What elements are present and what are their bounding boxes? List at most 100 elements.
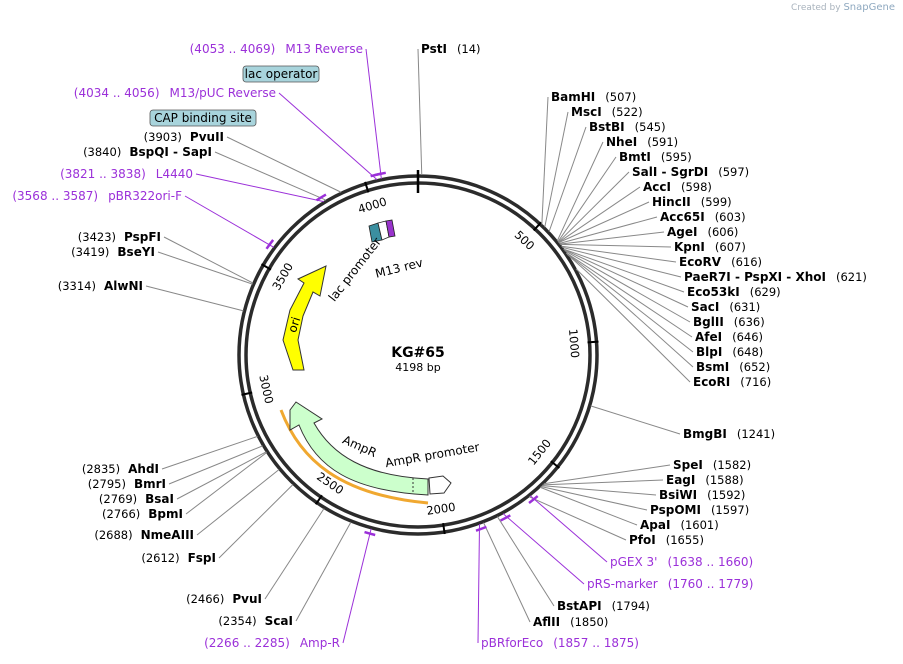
primer-l4440[interactable]: L4440(3821 .. 3838) [60,167,193,181]
enzyme-pfoi[interactable]: PfoI(1655) [629,533,704,547]
enzyme-name: AflII [533,615,560,629]
enzyme-ecori[interactable]: EcoRI(716) [693,375,771,389]
primer-range: (1760 .. 1779) [668,577,754,591]
enzyme-position: (606) [707,225,738,239]
enzyme-pvui[interactable]: PvuI(2466) [186,592,262,606]
enzyme-position: (629) [750,285,781,299]
enzyme-name: BsiWI [659,488,697,502]
primer-pgex-3[interactable]: pGEX 3' (1638 .. 1660) [610,555,753,569]
ampr-promoter-feature[interactable] [428,475,452,495]
enzyme-name: BmrI [134,477,166,491]
enzyme-hincii[interactable]: HincII(599) [652,195,732,209]
enzyme-apai[interactable]: ApaI(1601) [640,518,719,532]
enzyme-bseyi[interactable]: BseYI(3419) [71,245,155,259]
snapgene-logo-text: SnapGene [843,2,895,13]
enzyme-ahdi[interactable]: AhdI(2835) [82,462,159,476]
brand-created-by: Created by [791,3,841,13]
enzyme-bmri[interactable]: BmrI(2795) [88,477,166,491]
enzyme-pspfi[interactable]: PspFI(3423) [78,230,161,244]
enzyme-msci[interactable]: MscI(522) [571,105,643,119]
enzyme-alwni[interactable]: AlwNI(3314) [58,279,143,293]
enzyme-bmti[interactable]: BmtI(595) [619,150,692,164]
primer-range: (4034 .. 4056) [74,86,160,100]
leader-saci [563,249,689,308]
leader-sali-sgrdi [557,171,630,243]
leader-bmgbi [590,405,681,435]
leader-ecorv [561,245,677,263]
lac-operator-box[interactable]: lac operator [242,65,320,83]
ampr-feature[interactable] [289,401,429,496]
enzyme-bamhi[interactable]: BamHI(507) [551,90,636,104]
enzyme-aflii[interactable]: AflII(1850) [533,615,608,629]
enzyme-bmgbi[interactable]: BmgBI(1241) [683,427,775,441]
enzyme-paer7i-pspxi-xhoi[interactable]: PaeR7I - PspXI - XhoI(621) [684,270,867,284]
cap-binding-site-label: CAP binding site [154,111,252,125]
enzyme-position: (646) [732,330,763,344]
enzyme-position: (2769) [99,492,137,506]
scale-tick-2000 [442,522,446,535]
enzyme-eco53ki[interactable]: Eco53kI(629) [687,285,781,299]
enzyme-scai[interactable]: ScaI(2354) [218,614,293,628]
leader-pbr322ori-f [184,195,275,248]
enzyme-name: AfeI [695,330,722,344]
enzyme-name: BlpI [696,345,722,359]
primer-name: pGEX 3' [610,555,657,569]
enzyme-bglii[interactable]: BglII(636) [693,315,765,329]
enzyme-name: EagI [666,473,695,487]
enzyme-agei[interactable]: AgeI(606) [667,225,738,239]
enzyme-acc65i[interactable]: Acc65I(603) [660,210,746,224]
enzyme-position: (1794) [612,599,650,613]
enzyme-eagi[interactable]: EagI(1588) [666,473,744,487]
enzyme-nmeaiii[interactable]: NmeAIII(2688) [94,528,194,542]
enzyme-pspomi[interactable]: PspOMI(1597) [650,503,749,517]
enzyme-position: (652) [739,360,770,374]
primer-m13-puc-reverse[interactable]: M13/pUC Reverse(4034 .. 4056) [74,86,276,100]
m13-rev-label: M13 rev [374,255,425,280]
primer-pbr322ori-f[interactable]: pBR322ori-F(3568 .. 3587) [12,189,182,203]
primer-amp-r[interactable]: Amp-R(2266 .. 2285) [204,636,340,650]
enzyme-position: (1601) [680,518,718,532]
enzyme-name: MscI [571,105,602,119]
ori-feature[interactable] [282,265,327,371]
enzyme-pvuii[interactable]: PvuII(3903) [144,130,224,144]
enzyme-ecorv[interactable]: EcoRV(616) [679,255,762,269]
leader-bsiwi [541,485,657,496]
primer-range: (1638 .. 1660) [667,555,753,569]
primer-pbrforeco[interactable]: pBRforEco(1857 .. 1875) [481,636,639,650]
enzyme-name: PvuII [190,130,224,144]
plasmid-name: KG#65 [391,345,445,361]
enzyme-name: SacI [691,300,719,314]
scale-tick-1000 [587,340,599,344]
enzyme-kpni[interactable]: KpnI(607) [674,240,746,254]
enzyme-name: NmeAIII [141,528,194,542]
enzyme-bsmi[interactable]: BsmI (652) [696,360,770,374]
enzyme-saci[interactable]: SacI(631) [691,300,760,314]
m13-rev-feature[interactable] [385,219,396,238]
enzyme-nhei[interactable]: NheI(591) [606,135,678,149]
enzyme-afei[interactable]: AfeI (646) [695,330,763,344]
enzyme-blpi[interactable]: BlpI(648) [696,345,763,359]
enzyme-sali-sgrdi[interactable]: SalI - SgrDI(597) [632,165,749,179]
leader-apai [539,486,638,526]
primer-mark-l4440 [315,193,327,202]
enzyme-position: (591) [647,135,678,149]
leader-blpi [566,252,694,353]
primer-prs-marker[interactable]: pRS-marker(1760 .. 1779) [587,577,753,591]
enzyme-position: (595) [661,150,692,164]
enzyme-psti[interactable]: PstI(14) [421,42,481,56]
enzyme-name: BsmI [696,360,729,374]
primer-m13-reverse[interactable]: M13 Reverse(4053 .. 4069) [190,42,363,56]
enzyme-bstapi[interactable]: BstAPI(1794) [557,599,650,613]
enzyme-name: PfoI [629,533,656,547]
enzyme-bstbi[interactable]: BstBI(545) [589,120,666,134]
enzyme-bpmi[interactable]: BpmI(2766) [102,507,183,521]
enzyme-bspqi-sapi[interactable]: BspQI - SapI(3840) [83,145,212,159]
enzyme-bsiwi[interactable]: BsiWI(1592) [659,488,745,502]
enzyme-fspi[interactable]: FspI(2612) [141,551,216,565]
cap-binding-site-box[interactable]: CAP binding site [149,109,257,127]
enzyme-spei[interactable]: SpeI(1582) [673,458,751,472]
enzyme-acci[interactable]: AccI(598) [643,180,712,194]
enzyme-bsai[interactable]: BsaI(2769) [99,492,174,506]
enzyme-name: BpmI [148,507,183,521]
